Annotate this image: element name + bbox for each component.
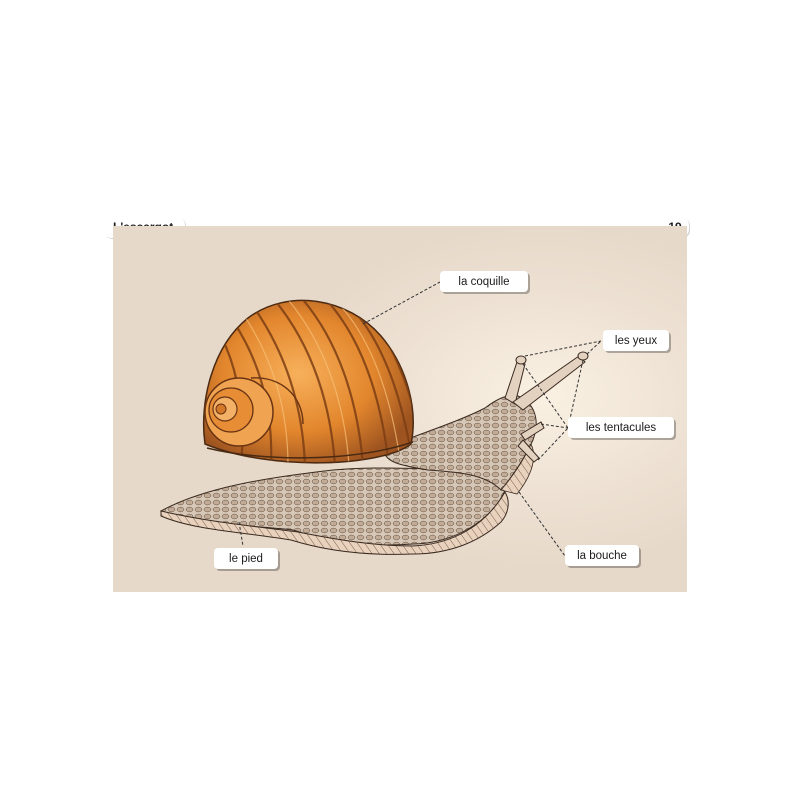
- label-mouth: la bouche: [565, 545, 639, 566]
- snail-shell: [202, 299, 414, 464]
- label-tentacles-text: les tentacules: [585, 421, 657, 434]
- leader-lines: [238, 281, 602, 557]
- label-mouth-text: la bouche: [577, 549, 627, 562]
- label-foot: le pied: [214, 548, 278, 569]
- snail-foot: [159, 463, 509, 555]
- label-tentacles: les tentacules: [568, 417, 674, 438]
- snail-tentacles: [504, 351, 589, 463]
- snail-illustration: [159, 281, 602, 557]
- label-eyes-text: les yeux: [614, 334, 658, 347]
- label-foot-text: le pied: [229, 552, 263, 565]
- snail-diagram-card: la coquille les yeux les tentacules la b…: [113, 226, 687, 592]
- label-shell: la coquille: [440, 271, 528, 292]
- label-shell-text: la coquille: [458, 275, 510, 288]
- label-eyes: les yeux: [603, 330, 669, 351]
- snail-body: [384, 395, 537, 495]
